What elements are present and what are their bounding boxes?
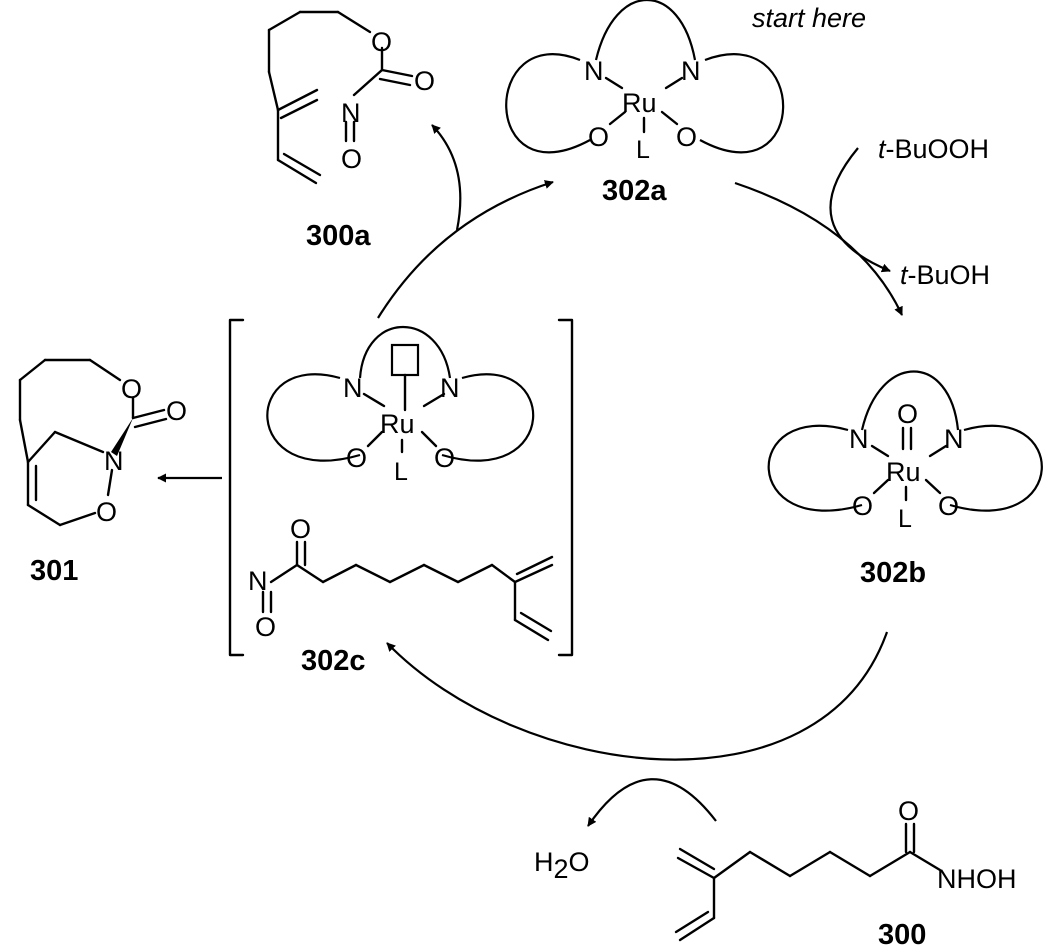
301-wedge-bond [111, 418, 133, 456]
tBuOH-label: t-BuOH [900, 260, 990, 290]
302c-nitroso-O: O [255, 612, 276, 642]
300-carbonyl-O: O [898, 796, 919, 826]
302c-carbonyl-O: O [290, 514, 311, 544]
300a-carbonyl-O: O [414, 66, 435, 96]
302b-N-right: N [944, 424, 964, 454]
label-301: 301 [30, 555, 78, 587]
302b-O-right: O [938, 491, 959, 521]
302c-O-right: O [434, 443, 455, 473]
label-300a: 300a [306, 220, 371, 252]
301-ester-O: O [121, 374, 142, 404]
water-out-curve-arrow [587, 778, 717, 827]
302c-N-right: N [440, 373, 460, 403]
300-NHOH: NHOH [937, 864, 1017, 894]
302b-oxo-O: O [897, 399, 918, 429]
complex-302b: O N N Ru O O L [767, 370, 1043, 533]
compound-300a-structure: O O N O [267, 10, 435, 185]
302a-N-left: N [584, 56, 604, 86]
bracket-302c [228, 318, 574, 657]
302a-Ru: Ru [622, 88, 657, 118]
vacant-site-box [390, 343, 420, 377]
label-300: 300 [878, 919, 926, 951]
cycle-arrow-302c-to-302a [377, 180, 554, 319]
301-N: N [104, 446, 124, 476]
compound-300-structure: O NHOH [674, 796, 1017, 942]
302a-O-left: O [588, 122, 609, 152]
label-302b: 302b [860, 557, 926, 589]
compound-301-structure: O O N O [18, 358, 187, 527]
tBuOOH-in-curve-arrow [829, 147, 891, 273]
302b-L: L [898, 505, 912, 533]
300a-nitroso-O: O [341, 144, 362, 174]
302c-O-left: O [346, 443, 367, 473]
302a-N-right: N [681, 56, 701, 86]
complex-302c-ru: N N Ru O O L [266, 326, 535, 486]
cycle-arrow-302b-to-302c [386, 631, 889, 761]
300a-nitroso-N: N [341, 98, 361, 128]
302a-L: L [636, 136, 650, 164]
cycle-arrow-302a-to-302b [734, 181, 903, 316]
301-carbonyl-O: O [166, 396, 187, 426]
nitroso-diene-302c: N O O [248, 514, 554, 642]
302b-O-left: O [852, 491, 873, 521]
302b-N-left: N [849, 424, 869, 454]
label-302a: 302a [602, 175, 667, 207]
302c-N-left: N [343, 373, 363, 403]
302c-Ru: Ru [380, 409, 415, 439]
300a-ester-O: O [371, 27, 392, 57]
tBuOOH-label: t-BuOOH [878, 134, 989, 164]
302c-nitroso-N: N [248, 566, 268, 596]
water-label: H2O [534, 847, 590, 884]
label-302c: 302c [301, 645, 366, 677]
301-ring-O: O [96, 497, 117, 527]
complex-302a: N N Ru O O L [505, 0, 785, 164]
302a-O-right: O [676, 122, 697, 152]
302b-Ru: Ru [886, 457, 921, 487]
302c-L: L [394, 458, 408, 486]
start-here-note: start here [752, 3, 866, 33]
release-arrow-to-300a [431, 124, 462, 231]
